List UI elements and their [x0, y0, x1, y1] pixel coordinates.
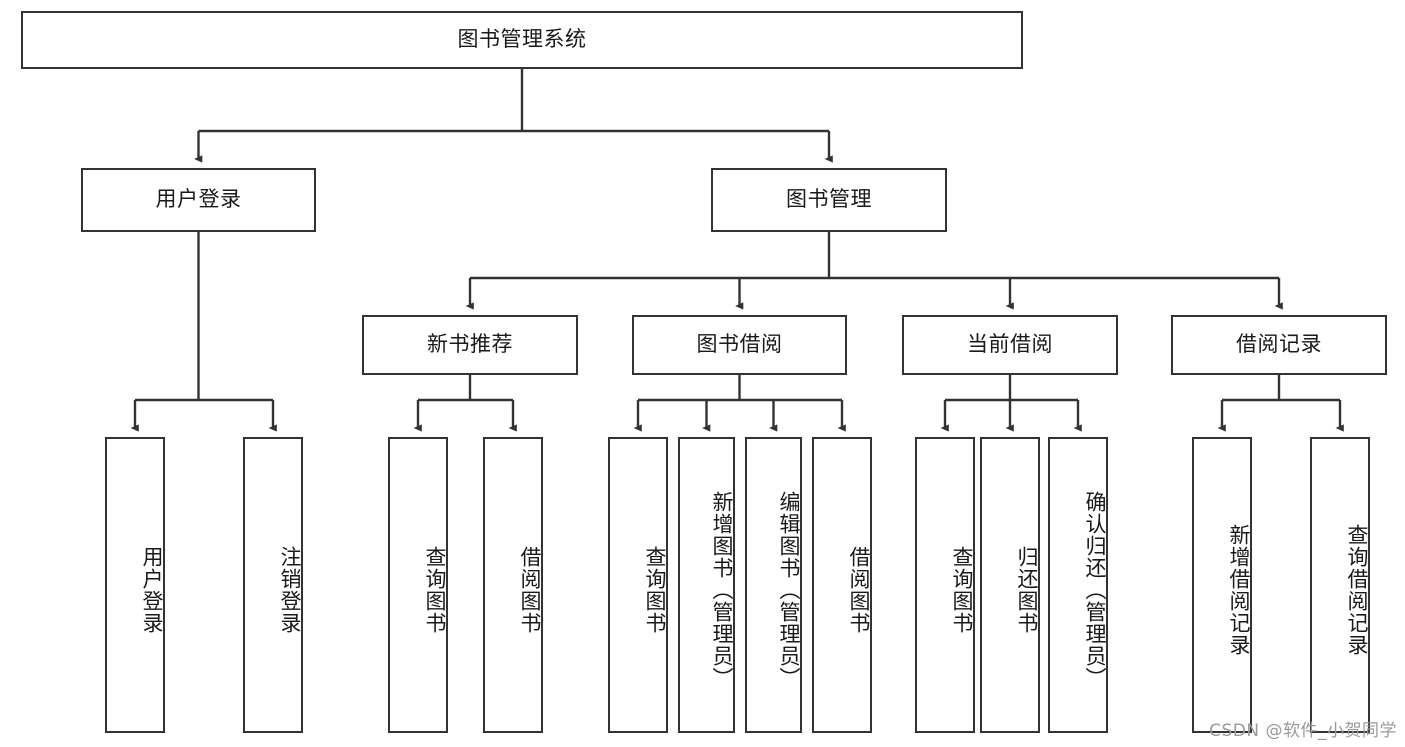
node-borrow-record[interactable]: 借阅记录	[1171, 315, 1387, 375]
node-label: 用户登录	[140, 546, 164, 634]
node-label: 当前借阅	[967, 332, 1053, 357]
node-book-management[interactable]: 图书管理	[711, 168, 947, 232]
node-label: 借阅记录	[1236, 332, 1322, 357]
node-label: 新增图书（管理员）	[710, 491, 734, 689]
node-label: 查询图书	[950, 546, 974, 634]
node-user-login[interactable]: 用户登录	[81, 168, 316, 232]
node-label: 归还图书	[1015, 546, 1039, 634]
node-label: 借阅图书	[518, 546, 542, 634]
node-leaf-add-book-admin[interactable]: 新增图书（管理员）	[678, 437, 735, 733]
node-label: 图书借阅	[696, 332, 783, 357]
node-label: 图书管理系统	[457, 27, 587, 52]
node-leaf-confirm-return-admin[interactable]: 确认归还（管理员）	[1048, 437, 1108, 733]
node-label: 查询借阅记录	[1345, 524, 1369, 656]
node-leaf-add-borrow-record[interactable]: 新增借阅记录	[1192, 437, 1252, 733]
node-leaf-borrow-book-recommend[interactable]: 借阅图书	[483, 437, 543, 733]
node-leaf-return-book[interactable]: 归还图书	[980, 437, 1040, 733]
node-book-management-system[interactable]: 图书管理系统	[21, 11, 1023, 69]
node-leaf-query-book-borrow[interactable]: 查询图书	[608, 437, 668, 733]
node-leaf-query-book-recommend[interactable]: 查询图书	[388, 437, 448, 733]
node-label: 用户登录	[155, 187, 242, 212]
node-leaf-user-logout[interactable]: 注销登录	[243, 437, 303, 733]
node-leaf-query-book-current[interactable]: 查询图书	[915, 437, 975, 733]
node-leaf-user-login[interactable]: 用户登录	[105, 437, 165, 733]
node-leaf-query-borrow-record[interactable]: 查询借阅记录	[1310, 437, 1370, 733]
node-label: 注销登录	[278, 546, 302, 634]
node-label: 借阅图书	[847, 546, 871, 634]
node-leaf-borrow-book[interactable]: 借阅图书	[812, 437, 872, 733]
node-label: 新书推荐	[427, 332, 513, 357]
node-leaf-edit-book-admin[interactable]: 编辑图书（管理员）	[745, 437, 802, 733]
node-new-book-recommend[interactable]: 新书推荐	[362, 315, 578, 375]
node-book-borrow[interactable]: 图书借阅	[632, 315, 847, 375]
node-label: 确认归还（管理员）	[1083, 491, 1107, 689]
node-label: 查询图书	[423, 546, 447, 634]
node-current-borrow[interactable]: 当前借阅	[902, 315, 1118, 375]
node-label: 新增借阅记录	[1227, 524, 1251, 656]
node-label: 图书管理	[786, 187, 872, 212]
node-label: 编辑图书（管理员）	[777, 491, 801, 689]
node-label: 查询图书	[643, 546, 667, 634]
